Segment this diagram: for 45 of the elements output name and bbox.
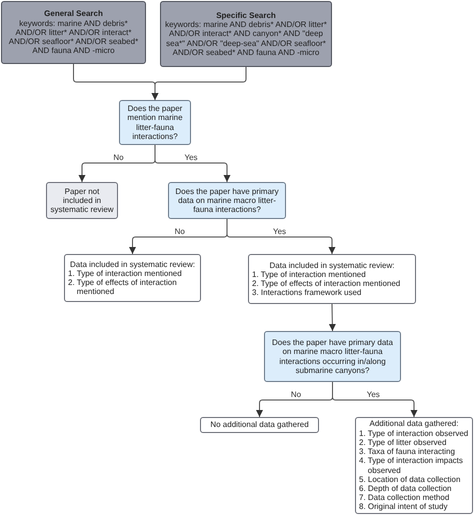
list-item: 1. Type of interaction mentioned bbox=[252, 270, 366, 279]
connector-arrow bbox=[226, 218, 336, 254]
connector-arrow bbox=[154, 144, 230, 182]
connector-arrow bbox=[152, 66, 246, 100]
question-text: Does the paper mention marine litter-fauna interactions? bbox=[126, 104, 184, 141]
list-item: 3. Taxa of fauna interacting bbox=[359, 447, 456, 456]
list-item: 5. Location of data collection bbox=[359, 474, 462, 484]
list-item: 3. Interactions framework used bbox=[252, 288, 362, 298]
decision-box bbox=[168, 182, 286, 219]
edge-label: No bbox=[111, 153, 126, 162]
list-item: 6. Depth of data collection bbox=[359, 484, 453, 494]
decision-box bbox=[119, 100, 191, 145]
process-box bbox=[64, 254, 201, 302]
edge-label: No bbox=[172, 227, 187, 236]
list-item: 2. Type of effects of interaction mentioned bbox=[252, 279, 402, 288]
edge-label: No bbox=[288, 390, 304, 399]
search-box bbox=[160, 1, 332, 67]
list-item: 2. Type of litter observed bbox=[359, 438, 448, 448]
box-heading: Additional data gathered: bbox=[368, 419, 460, 429]
list-item: 7. Data collection method bbox=[359, 493, 450, 502]
connector-arrow bbox=[332, 382, 418, 418]
list-item: 8. Original intent of study bbox=[359, 502, 448, 512]
edge-label: Yes bbox=[364, 390, 382, 399]
process-box bbox=[248, 254, 416, 304]
box-heading: Data included in systematic review: bbox=[268, 260, 396, 270]
process-box bbox=[355, 417, 473, 514]
box-text: keywords: marine AND debris* AND/OR litter* AND/OR interact* AND/OR seafloor* AND/OR seabed* AND fauna AND -micro bbox=[8, 18, 140, 56]
connector-arrow bbox=[328, 304, 336, 332]
question-text: Does the paper have primary data on marine macro litter-fauna interactions occurring in/along submarine canyons? bbox=[271, 338, 394, 375]
edge-label: Yes bbox=[182, 153, 200, 162]
box-text: Paper not included in systematic review bbox=[50, 186, 114, 214]
decision-box bbox=[264, 331, 401, 382]
edge-label: Yes bbox=[270, 227, 288, 236]
list-item: 2. Type of effects of interaction mentioned bbox=[68, 278, 178, 296]
box-heading: Data included in systematic review: bbox=[69, 260, 196, 269]
process-box bbox=[200, 417, 319, 433]
search-box bbox=[1, 1, 146, 64]
box-heading: Specific Search bbox=[215, 10, 277, 20]
box-heading: General Search bbox=[43, 9, 104, 19]
question-text: Does the paper have primary data on marine macro litter-fauna interactions? bbox=[174, 186, 280, 214]
box-text: keywords: marine AND debris* AND/OR litter* AND/OR interact* AND canyon* AND "deep sea*" AND/OR "deep-sea" AND/OR seafloor* AND/OR seabed* AND fauna AND -micro bbox=[164, 20, 328, 57]
list-item: 1. Type of interaction observed bbox=[359, 428, 469, 438]
list-item: 4. Type of interaction impacts observed bbox=[359, 456, 464, 475]
list-item: 1. Type of interaction mentioned bbox=[68, 268, 183, 278]
box-text: No additional data gathered bbox=[209, 420, 310, 430]
